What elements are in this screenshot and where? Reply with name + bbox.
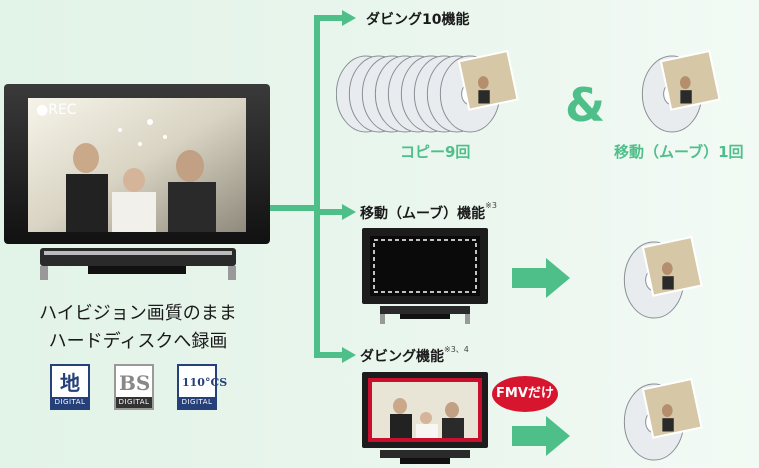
dubbing10-title: ダビング10機能 bbox=[366, 12, 470, 28]
arrow-branch-dubbing bbox=[342, 347, 356, 363]
disc-dubbing-icon bbox=[623, 378, 703, 461]
big-arrow-dubbing-shaft bbox=[512, 426, 548, 446]
fmv-only-badge: FMVだけ bbox=[492, 376, 558, 412]
rec-indicator: ●REC bbox=[36, 102, 77, 118]
move-tv-dashed-frame bbox=[373, 239, 477, 293]
dubbing-tv bbox=[362, 372, 488, 464]
big-arrow-move-shaft bbox=[512, 268, 548, 288]
caption-line-2: ハードディスクへ録画 bbox=[48, 331, 228, 352]
bs-digital-logo: BS DIGITAL bbox=[114, 364, 154, 410]
main-tv-stand bbox=[40, 248, 236, 266]
move-function-title: 移動（ムーブ）機能※3 bbox=[360, 201, 497, 222]
copy9-label: コピー9回 bbox=[400, 143, 471, 161]
cs-digital-logo: 110°CS DIGITAL bbox=[177, 364, 227, 410]
big-arrow-dubbing-head bbox=[546, 416, 570, 456]
move-tv bbox=[362, 228, 488, 324]
big-arrow-move-head bbox=[546, 258, 570, 298]
disc-copy-9 bbox=[439, 50, 519, 133]
dubbing-function-title: ダビング機能※3、4 bbox=[360, 345, 469, 365]
arrow-branch-move bbox=[342, 204, 356, 220]
disc-move bbox=[623, 236, 703, 319]
disc-move-icon bbox=[623, 236, 703, 319]
ampersand-symbol: & bbox=[565, 78, 606, 132]
caption-line-1: ハイビジョン画質のまま bbox=[39, 303, 237, 324]
trunk-line bbox=[268, 205, 320, 211]
main-caption: ハイビジョン画質のまま ハードディスクへ録画 bbox=[8, 300, 268, 356]
move-once-label: 移動（ムーブ）1回 bbox=[614, 143, 744, 161]
terrestrial-digital-logo: 地 DIGITAL bbox=[50, 364, 90, 410]
disc-stack-copy9 bbox=[336, 50, 519, 133]
disc-move-once bbox=[641, 50, 721, 133]
arrow-branch-dubbing10 bbox=[342, 10, 356, 26]
disc-move-once-icon bbox=[641, 50, 721, 133]
main-tv bbox=[4, 84, 270, 280]
disc-dubbing bbox=[623, 378, 703, 461]
vertical-bus bbox=[314, 18, 320, 358]
